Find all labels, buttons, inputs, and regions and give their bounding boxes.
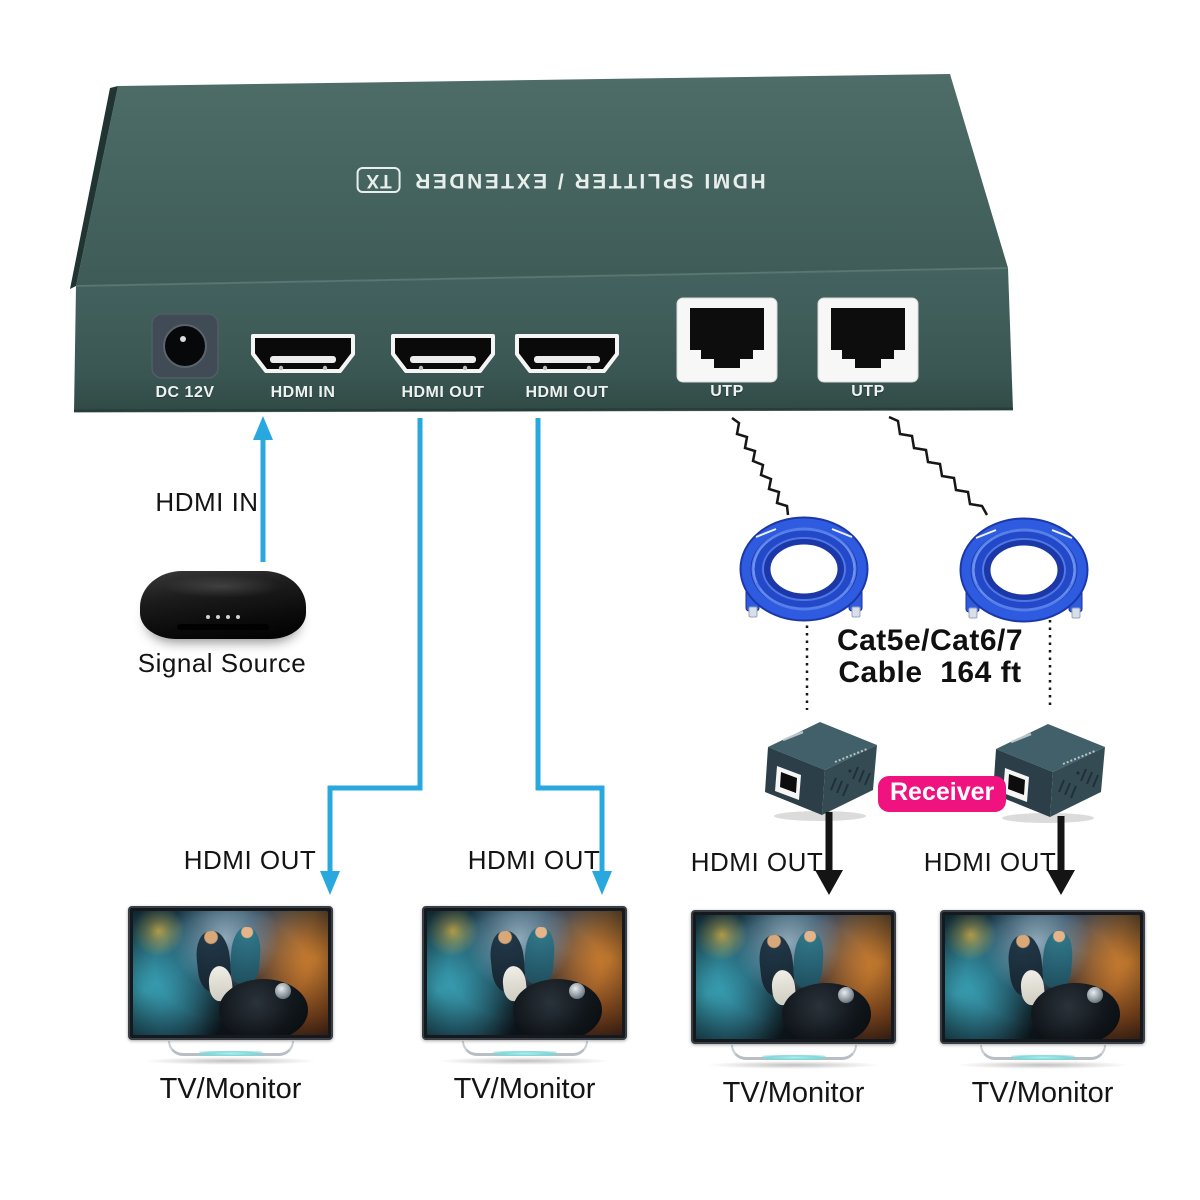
tv-screen [422, 906, 627, 1040]
tv-shadow [143, 1057, 318, 1065]
tv-screen-image [133, 911, 328, 1035]
receiver-arrow-2 [1047, 816, 1075, 895]
ethernet-cable-coil-2 [959, 517, 1089, 623]
tv-monitor-4: TV/Monitor [940, 910, 1145, 1110]
hdmi-out-label-2: HDMI OUT [467, 845, 601, 875]
device-top-label: HDMI SPLITTER / EXTENDER [412, 169, 766, 192]
device-top-print: HDMI SPLITTER / EXTENDER TX [356, 167, 766, 193]
tv-stand-glow [198, 1051, 263, 1056]
hdmi-out-label-4: HDMI OUT [923, 847, 1057, 877]
hdmi-in-port [251, 334, 355, 373]
hdmi-in-label: HDMI IN [155, 487, 259, 517]
hdmi-out-arrow-2 [535, 418, 612, 895]
receiver-badge: Receiver [878, 776, 1007, 812]
hdmi-out-port-1 [391, 334, 495, 373]
tv-monitor-1: TV/Monitor [128, 906, 333, 1106]
tv-screen-image [945, 915, 1140, 1039]
tv-stand-glow [492, 1051, 557, 1056]
port-label-dc12v: DC 12V [155, 384, 215, 401]
signal-source-device [140, 571, 306, 639]
signal-source-label: Signal Source [137, 648, 307, 678]
cable-spec-line2: Cable 164 ft [838, 656, 1022, 689]
port-label-hdmi-in: HDMI IN [270, 384, 336, 401]
tv-shadow [437, 1057, 612, 1065]
port-label-hdmi-out-1: HDMI OUT [401, 384, 485, 401]
tv-screen [691, 910, 896, 1044]
tv-label-1: TV/Monitor [159, 1073, 302, 1105]
tv-monitor-3: TV/Monitor [691, 910, 896, 1110]
transmitter-box [70, 74, 1014, 413]
tv-label-4: TV/Monitor [971, 1077, 1114, 1109]
tv-screen-image [427, 911, 622, 1035]
receiver-box-2 [991, 722, 1107, 825]
utp-port-2 [817, 297, 919, 383]
tv-monitor-2: TV/Monitor [422, 906, 627, 1106]
utp-zigzag-lead-1 [731, 416, 790, 516]
hdmi-out-label-1: HDMI OUT [183, 845, 317, 875]
receiver-arrow-1 [815, 812, 843, 895]
hdmi-in-arrow [253, 416, 273, 562]
cable-spec-line1: Cat5e/Cat6/7 [836, 624, 1024, 657]
port-label-hdmi-out-2: HDMI OUT [525, 384, 609, 401]
tv-screen [128, 906, 333, 1040]
ethernet-cable-coil-1 [739, 516, 869, 622]
tv-label-2: TV/Monitor [453, 1073, 596, 1105]
hdmi-out-label-3: HDMI OUT [690, 847, 824, 877]
tv-label-3: TV/Monitor [722, 1077, 865, 1109]
signal-source-leds [206, 615, 240, 619]
port-label-utp-2: UTP [851, 383, 885, 400]
tv-screen [940, 910, 1145, 1044]
port-label-utp-1: UTP [710, 383, 744, 400]
tv-stand-glow [1010, 1055, 1075, 1060]
dc-power-jack [151, 313, 219, 379]
utp-zigzag-lead-2 [888, 415, 989, 516]
tv-shadow [955, 1061, 1130, 1069]
tv-screen-image [696, 915, 891, 1039]
tv-stand-glow [761, 1055, 826, 1060]
tv-shadow [706, 1061, 881, 1069]
utp-port-1 [676, 297, 778, 383]
tx-tag: TX [356, 167, 401, 193]
receiver-box-1 [765, 722, 877, 821]
hdmi-out-port-2 [515, 334, 619, 373]
hdmi-out-arrow-1 [320, 418, 423, 895]
